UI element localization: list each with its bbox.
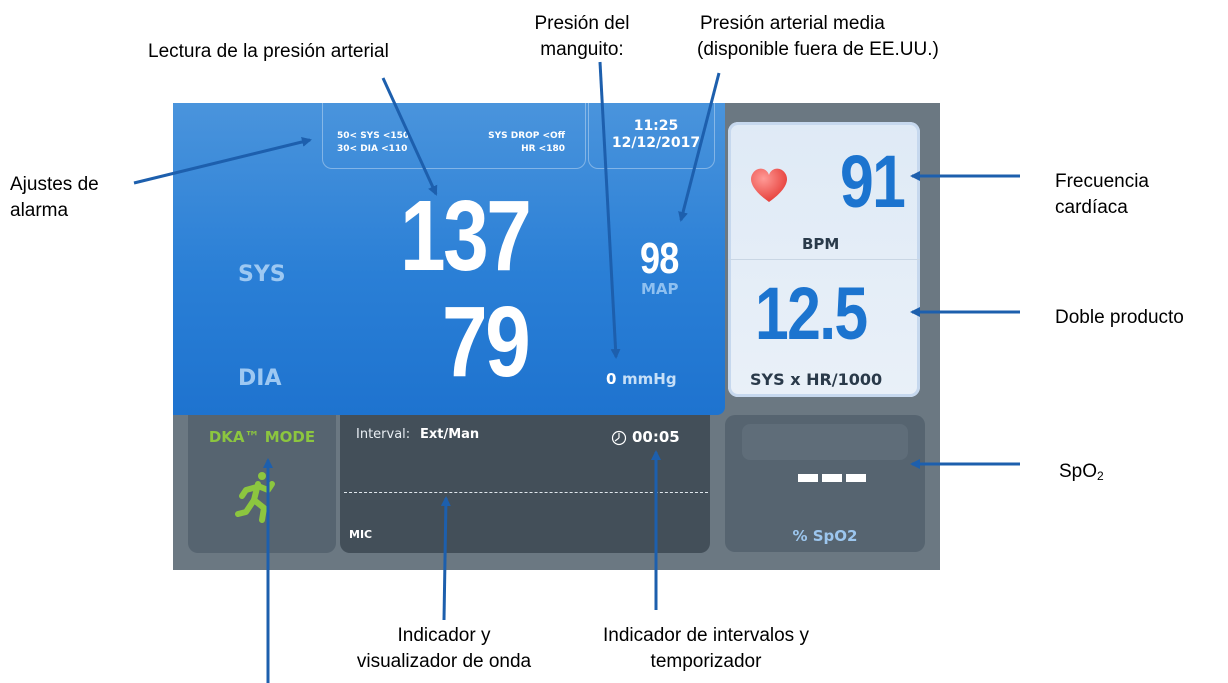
spo2-dash [798,474,818,482]
datetime-box [588,103,715,169]
cuff-unit: mmHg [622,370,677,388]
mic-label: MIC [349,528,373,541]
spo2-inner [742,424,908,460]
callout-label-timer-2: temporizador [650,651,762,672]
alarm-sys: 50< SYS <150 [337,131,410,141]
callout-label-alarm-1: Ajustes de [10,174,99,195]
dka-mode-label: DKA™ MODE [208,428,316,446]
bpm-label: BPM [802,235,840,253]
callout-label-bp: Lectura de la presión arterial [148,41,389,62]
clock-icon [611,430,627,451]
alarm-settings-box[interactable] [322,103,586,169]
map-label: MAP [641,280,679,298]
alarm-dia: 30< DIA <110 [337,144,408,154]
timer-value: 00:05 [632,428,680,446]
callout-label-double-product: Doble producto [1055,307,1184,328]
callout-label-map-1: Presión arterial media [700,13,885,34]
dia-label: DIA [238,366,282,391]
divider [728,259,920,260]
callout-bp-reading [381,77,438,196]
callout-label-cuff-1: Presión del [534,13,630,34]
double-product-value: 12.5 [755,272,868,355]
callout-label-cuff-2: manguito: [540,39,624,60]
interval-label: Interval: [356,427,411,442]
callout-label-wave-2: visualizador de onda [356,651,532,672]
alarm-sys-drop: SYS DROP <Off [488,131,565,141]
spo2-dash [846,474,866,482]
dia-value: 79 [442,286,531,398]
clock-time: 11:25 [633,118,679,134]
waveform-line [344,492,708,493]
sys-value: 137 [400,180,532,292]
clock-date: 12/12/2017 [611,135,701,151]
callout-alarm [133,137,312,185]
waveform-panel [340,415,710,553]
callout-map [678,72,721,222]
dka-mode-panel[interactable] [188,415,336,553]
bp-panel [173,103,725,415]
heart-rate-value: 91 [840,140,906,223]
map-value: 98 [640,234,679,283]
spo2-dash [822,474,842,482]
callout-label-wave-1: Indicador y [397,625,491,646]
sys-label: SYS [238,262,286,287]
spo2-label: % SpO2 [792,527,858,545]
callout-label-timer-1: Indicador de intervalos y [603,625,809,646]
double-product-label: SYS x HR/1000 [750,370,883,389]
callout-label-map-2: (disponible fuera de EE.UU.) [697,39,939,60]
interval-value: Ext/Man [420,427,480,442]
callout-wave [440,496,451,621]
cuff-pressure-value: 0 [606,370,617,388]
callout-label-hr-1: Frecuencia [1055,171,1149,192]
callout-label-spo2: SpO2 [1059,461,1104,483]
heart-icon [748,166,790,209]
alarm-hr: HR <180 [521,144,565,154]
callout-label-alarm-2: alarma [10,200,69,221]
callout-label-hr-2: cardíaca [1055,197,1128,218]
callout-cuff [598,61,621,359]
